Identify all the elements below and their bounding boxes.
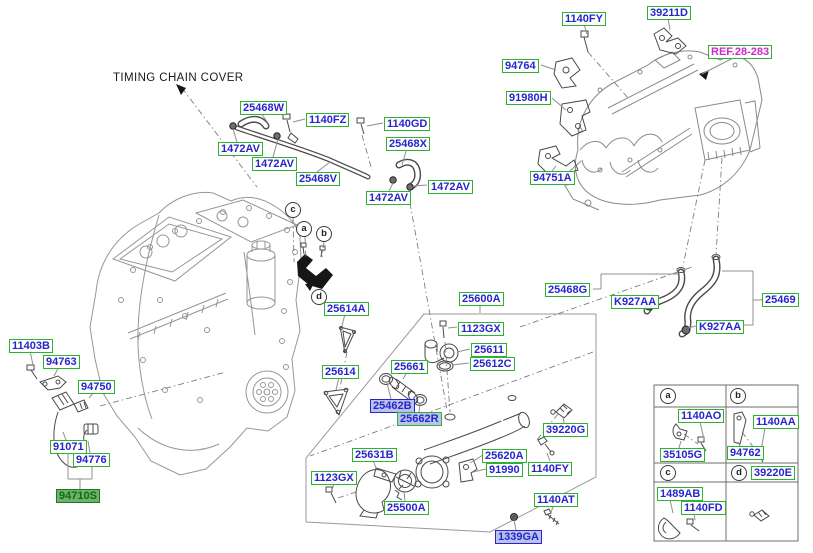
part-label-39220E[interactable]: 39220E <box>751 466 795 480</box>
part-label-94763[interactable]: 94763 <box>43 355 80 369</box>
part-label-94762[interactable]: 94762 <box>727 446 764 460</box>
part-label-91980H[interactable]: 91980H <box>506 91 551 105</box>
part-label-11403B[interactable]: 11403B <box>9 339 53 353</box>
highlighted-hose-illustration <box>297 242 333 291</box>
part-label-1140GD[interactable]: 1140GD <box>384 117 431 131</box>
part-label-25468G[interactable]: 25468G <box>545 283 591 297</box>
part-label-25468V[interactable]: 25468V <box>296 172 340 186</box>
part-label-91990[interactable]: 91990 <box>486 463 523 477</box>
part-label-25614[interactable]: 25614 <box>322 365 359 379</box>
part-label-25500A[interactable]: 25500A <box>384 501 429 515</box>
part-label-94751A[interactable]: 94751A <box>530 171 575 185</box>
part-label-1489AB[interactable]: 1489AB <box>657 487 704 501</box>
part-label-1140AA[interactable]: 1140AA <box>753 415 799 429</box>
part-label-K927AA-2[interactable]: K927AA <box>696 320 745 334</box>
part-label-1339GA[interactable]: 1339GA <box>495 530 542 544</box>
intake-manifold-illustration <box>537 27 763 211</box>
part-label-25620A[interactable]: 25620A <box>482 449 527 463</box>
construction-lines <box>99 51 758 499</box>
oxygen-sensor-illustration <box>26 364 99 468</box>
callout-b: b <box>316 226 332 242</box>
part-label-25468W[interactable]: 25468W <box>240 101 287 115</box>
part-label-1472AV-3[interactable]: 1472AV <box>428 180 473 194</box>
part-label-25462B[interactable]: 25462B <box>370 399 415 413</box>
part-label-1123GX-bottom[interactable]: 1123GX <box>311 471 357 485</box>
part-label-94710S[interactable]: 94710S <box>56 489 100 503</box>
part-label-25600A[interactable]: 25600A <box>459 292 504 306</box>
part-label-1140FD[interactable]: 1140FD <box>681 501 726 515</box>
part-label-91071[interactable]: 91071 <box>50 440 87 454</box>
leader-lines <box>29 17 766 531</box>
part-label-ref-28-283[interactable]: REF.28-283 <box>708 45 773 59</box>
table-cell-b: b <box>730 388 746 404</box>
part-label-1140AO[interactable]: 1140AO <box>678 409 725 423</box>
bypass-pipe-illustration <box>229 113 422 191</box>
part-label-1140FZ[interactable]: 1140FZ <box>306 113 350 127</box>
assembly-box <box>305 313 597 533</box>
parts-table-illustrations <box>657 411 770 540</box>
part-label-39211D[interactable]: 39211D <box>647 6 691 20</box>
part-label-25631B[interactable]: 25631B <box>352 448 397 462</box>
part-label-39220G[interactable]: 39220G <box>543 423 589 437</box>
part-label-1140AT[interactable]: 1140AT <box>534 493 578 507</box>
engine-illustration <box>89 191 302 476</box>
part-label-1140FY-bottom[interactable]: 1140FY <box>528 462 572 476</box>
part-label-K927AA-1[interactable]: K927AA <box>611 295 660 309</box>
table-cell-d: d <box>731 465 747 481</box>
part-label-35105G[interactable]: 35105G <box>660 448 706 462</box>
part-label-25614A[interactable]: 25614A <box>324 302 369 316</box>
part-label-1123GX-top[interactable]: 1123GX <box>458 322 504 336</box>
callout-a: a <box>296 221 312 237</box>
timing-chain-cover-note: TIMING CHAIN COVER <box>113 72 244 84</box>
part-label-25662R[interactable]: 25662R <box>397 412 442 426</box>
part-label-94776[interactable]: 94776 <box>73 453 110 467</box>
part-label-1140FY-top[interactable]: 1140FY <box>562 12 606 26</box>
part-label-1472AV-1[interactable]: 1472AV <box>218 142 263 156</box>
table-cell-c: c <box>660 465 676 481</box>
part-label-94764[interactable]: 94764 <box>502 59 539 73</box>
part-label-25661[interactable]: 25661 <box>391 360 428 374</box>
callout-c: c <box>285 202 301 218</box>
water-inlet-illustration <box>323 320 573 526</box>
part-label-25612C[interactable]: 25612C <box>470 357 515 371</box>
table-cell-a: a <box>660 388 676 404</box>
part-label-1472AV-4[interactable]: 1472AV <box>366 191 411 205</box>
part-label-94750[interactable]: 94750 <box>78 380 115 394</box>
part-label-25469[interactable]: 25469 <box>762 293 799 307</box>
callout-d: d <box>311 289 327 305</box>
part-label-25611[interactable]: 25611 <box>471 343 507 357</box>
part-label-1472AV-2[interactable]: 1472AV <box>252 157 297 171</box>
parts-table-grid <box>653 384 799 542</box>
part-label-25468X[interactable]: 25468X <box>386 137 430 151</box>
